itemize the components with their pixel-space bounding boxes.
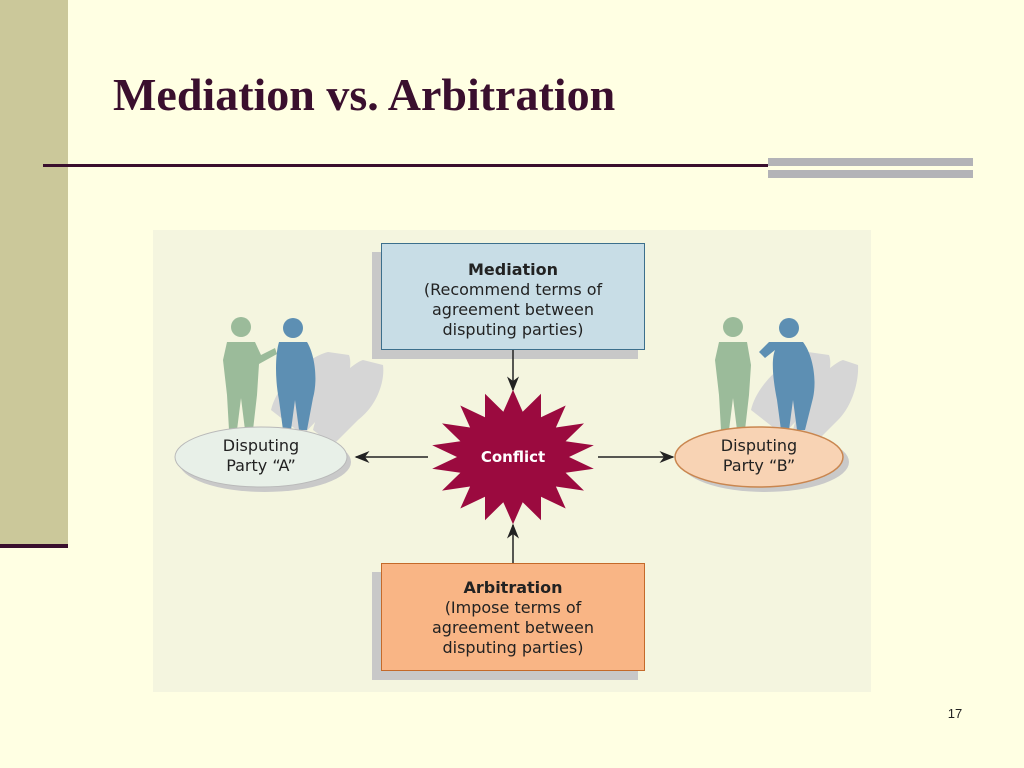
slide-title: Mediation vs. Arbitration [113,69,616,120]
title-rule-accent [768,158,973,166]
party-a-line-2: Party “A” [226,456,296,475]
person-icon [715,317,751,430]
person-icon [759,318,815,430]
title-rule [43,164,768,167]
title-rule-accent-lower [768,170,973,178]
mediation-line-3: disputing parties) [442,320,584,339]
party-b-figures [674,317,859,492]
shadow-icon [793,360,859,445]
party-a-label: Disputing Party “A” [201,436,321,476]
arbitration-line-3: disputing parties) [442,638,584,657]
side-bar [0,0,68,548]
mediation-line-1: (Recommend terms of [423,280,603,299]
person-icon [276,318,316,430]
arbitration-line-1: (Impose terms of [444,598,582,617]
arbitration-box: Arbitration (Impose terms of agreement b… [381,563,645,671]
party-a-line-1: Disputing [222,436,300,455]
person-icon [223,317,277,430]
party-a-figures [174,317,384,492]
mediation-line-2: agreement between [432,300,594,319]
page-number: 17 [947,706,963,721]
side-bar-accent [0,544,68,548]
shadow-icon [313,360,384,445]
party-b-line-2: Party “B” [722,456,796,475]
arbitration-line-2: agreement between [432,618,594,637]
party-b-line-1: Disputing [720,436,798,455]
conflict-label: Conflict [480,448,546,466]
mediation-title: Mediation [467,260,559,279]
party-b-label: Disputing Party “B” [699,436,819,476]
mediation-box: Mediation (Recommend terms of agreement … [381,243,645,350]
conflict-starburst-icon [432,389,594,525]
mediation-arbitration-diagram: Mediation (Recommend terms of agreement … [153,230,871,692]
arbitration-title: Arbitration [463,578,563,597]
